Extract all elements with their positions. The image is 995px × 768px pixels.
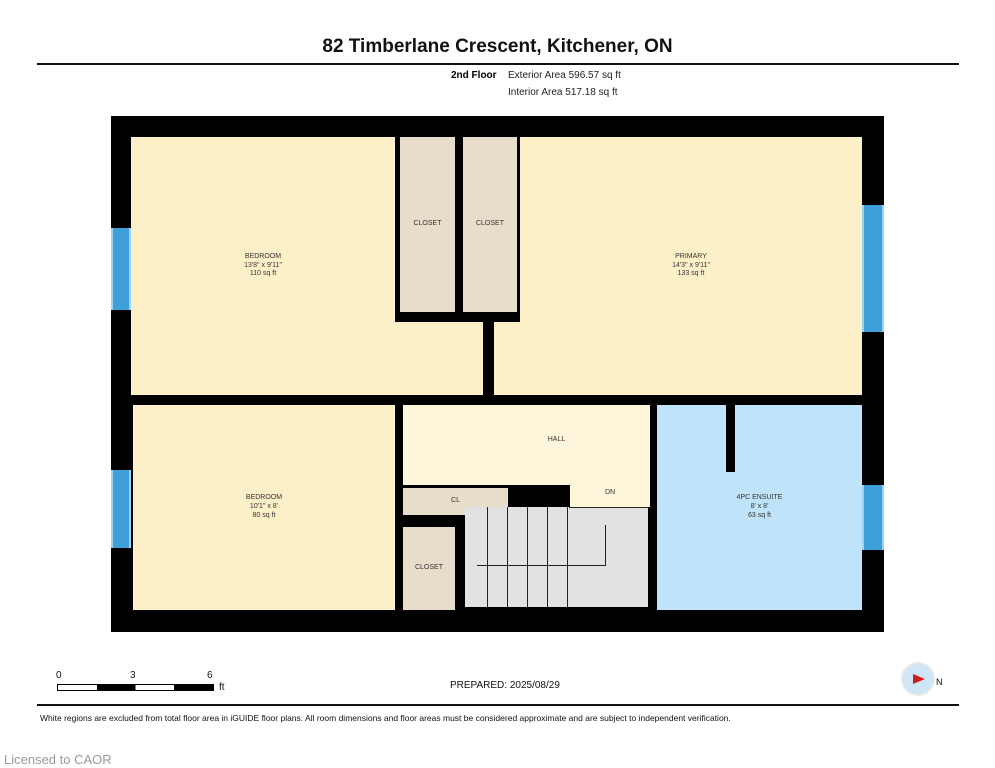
room-area: 133 sq ft xyxy=(677,270,705,278)
room-area: 63 sq ft xyxy=(748,511,771,519)
stair-landing: DN xyxy=(570,480,650,507)
hall-label: HALL xyxy=(547,435,566,443)
room-dims: 13'8" x 9'11" xyxy=(244,261,282,269)
window xyxy=(111,228,131,310)
scale-tick: 6 xyxy=(207,670,213,681)
room-name: PRIMARY xyxy=(675,252,707,260)
room-dims: 8' x 8' xyxy=(750,503,769,511)
room-name: BEDROOM xyxy=(244,252,282,260)
disclaimer: White regions are excluded from total fl… xyxy=(40,713,731,723)
room-area: 110 sq ft xyxy=(249,270,277,278)
window xyxy=(862,485,884,550)
window xyxy=(111,470,131,548)
bedroom-1-ext xyxy=(395,322,483,395)
room-name: BEDROOM xyxy=(245,494,283,502)
scale-tick: 0 xyxy=(56,670,62,681)
room-hall: HALL xyxy=(403,405,650,485)
ensuite-partition xyxy=(726,405,735,472)
scale-unit: ft xyxy=(219,682,225,693)
page-title: 82 Timberlane Crescent, Kitchener, ON xyxy=(322,36,673,57)
scale-bar-graphic xyxy=(57,684,214,691)
interior-area: Interior Area 517.18 sq ft xyxy=(508,87,618,98)
down-label: DN xyxy=(604,489,616,497)
compass-icon xyxy=(901,662,935,696)
compass-north-label: N xyxy=(936,677,943,687)
closet-1: CLOSET xyxy=(400,137,455,312)
license-watermark: Licensed to CAOR xyxy=(4,752,112,767)
scale-tick: 3 xyxy=(130,670,136,681)
window xyxy=(862,205,884,332)
divider xyxy=(37,704,959,706)
staircase xyxy=(465,507,648,607)
prepared-date: PREPARED: 2025/08/29 xyxy=(450,680,560,691)
room-area: 80 sq ft xyxy=(252,511,276,519)
closet-2: CLOSET xyxy=(463,137,517,312)
closet-3: CLOSET xyxy=(403,527,455,610)
room-dims: 10'1" x 8' xyxy=(249,503,279,511)
primary-ext xyxy=(494,322,524,395)
room-dims: 14'3" x 9'11" xyxy=(672,261,710,269)
divider xyxy=(37,63,959,65)
room-name: 4PC ENSUITE xyxy=(736,494,783,502)
exterior-area: Exterior Area 596.57 sq ft xyxy=(508,70,621,81)
floor-label: 2nd Floor xyxy=(451,70,497,81)
